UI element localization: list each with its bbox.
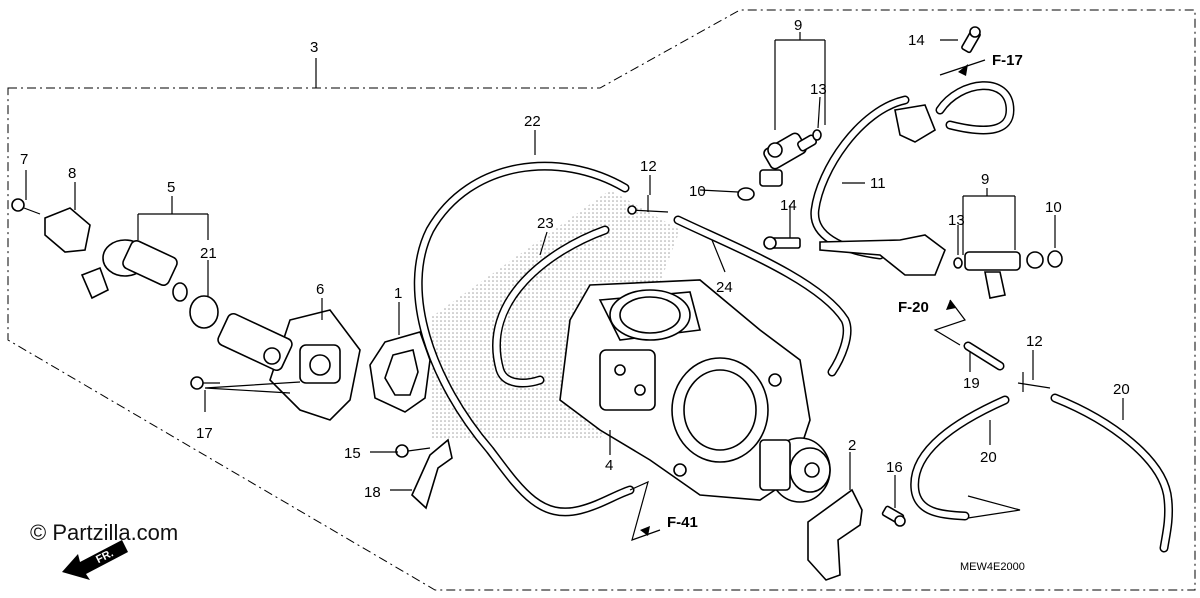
callout-3: 3 [310, 39, 318, 56]
callout-18: 18 [364, 484, 381, 501]
callout-13a: 13 [810, 81, 827, 98]
assembly-boundary [7, 9, 1196, 591]
callout-19: 19 [963, 375, 980, 392]
iac-housing [269, 309, 361, 421]
callout-11: 11 [870, 175, 886, 192]
callout-20a: 20 [980, 449, 997, 466]
injector-upper [759, 132, 817, 187]
screw-17 [190, 376, 220, 390]
ref-f41: F-41 [667, 514, 698, 531]
o-ring-upper [812, 129, 822, 141]
clip-18 [411, 438, 453, 510]
callout-12b: 12 [1026, 333, 1043, 350]
callout-12a: 12 [640, 158, 657, 175]
front-arrow-icon: FR. [62, 540, 128, 580]
callout-16: 16 [886, 459, 903, 476]
callout-6: 6 [316, 281, 324, 298]
callout-5: 5 [167, 179, 175, 196]
callout-22: 22 [524, 113, 541, 130]
callout-24: 24 [716, 279, 733, 296]
throttle-pulley [759, 437, 831, 503]
ref-f20: F-20 [898, 299, 929, 316]
bolt-14-lower [763, 236, 801, 250]
callout-10b: 10 [1045, 199, 1062, 216]
callout-17: 17 [196, 425, 213, 442]
callout-4: 4 [605, 457, 613, 474]
callout-20b: 20 [1113, 381, 1130, 398]
callout-9a: 9 [794, 17, 802, 34]
callout-1: 1 [394, 285, 402, 302]
callout-23: 23 [537, 215, 554, 232]
callout-7: 7 [20, 151, 28, 168]
joint-12-lower [1017, 372, 1051, 392]
hose-19 [963, 341, 1005, 371]
bolt-14-upper [961, 26, 981, 54]
leader-lines [25, 32, 1124, 508]
callout-9b: 9 [981, 171, 989, 188]
callout-2: 2 [848, 437, 856, 454]
hose-23 [492, 225, 610, 388]
watermark: © Partzilla.com [30, 520, 178, 545]
callout-13b: 13 [948, 212, 965, 229]
iacv-motor [80, 239, 188, 302]
hose-20-right [1050, 393, 1173, 553]
callout-8: 8 [68, 165, 76, 182]
screw-16 [881, 505, 906, 527]
washer-upper [737, 187, 755, 201]
o-ring [189, 295, 219, 329]
callout-14b: 14 [780, 197, 797, 214]
setting-plate [44, 207, 91, 253]
ref-f17: F-17 [992, 52, 1023, 69]
ref-arrows [629, 59, 1021, 541]
throttle-body [559, 279, 811, 501]
gasket [369, 331, 431, 413]
screw-15 [395, 444, 431, 458]
hose-20-left [910, 395, 1010, 521]
o-ring-lower [953, 257, 963, 269]
injector-lower [964, 251, 1044, 299]
iac-valve [217, 312, 293, 372]
screw-7 [11, 198, 41, 215]
bracket-2 [807, 488, 863, 581]
hose-22 [413, 161, 635, 517]
fuel-rail [819, 104, 946, 276]
joint-12-upper [627, 195, 669, 215]
callout-14a: 14 [908, 32, 925, 49]
callout-10a: 10 [689, 183, 706, 200]
callout-21: 21 [200, 245, 217, 262]
hose-24 [673, 215, 852, 377]
washer-lower [1047, 250, 1063, 268]
callout-15: 15 [344, 445, 361, 462]
diagram-code: MEW4E2000 [960, 561, 1025, 573]
